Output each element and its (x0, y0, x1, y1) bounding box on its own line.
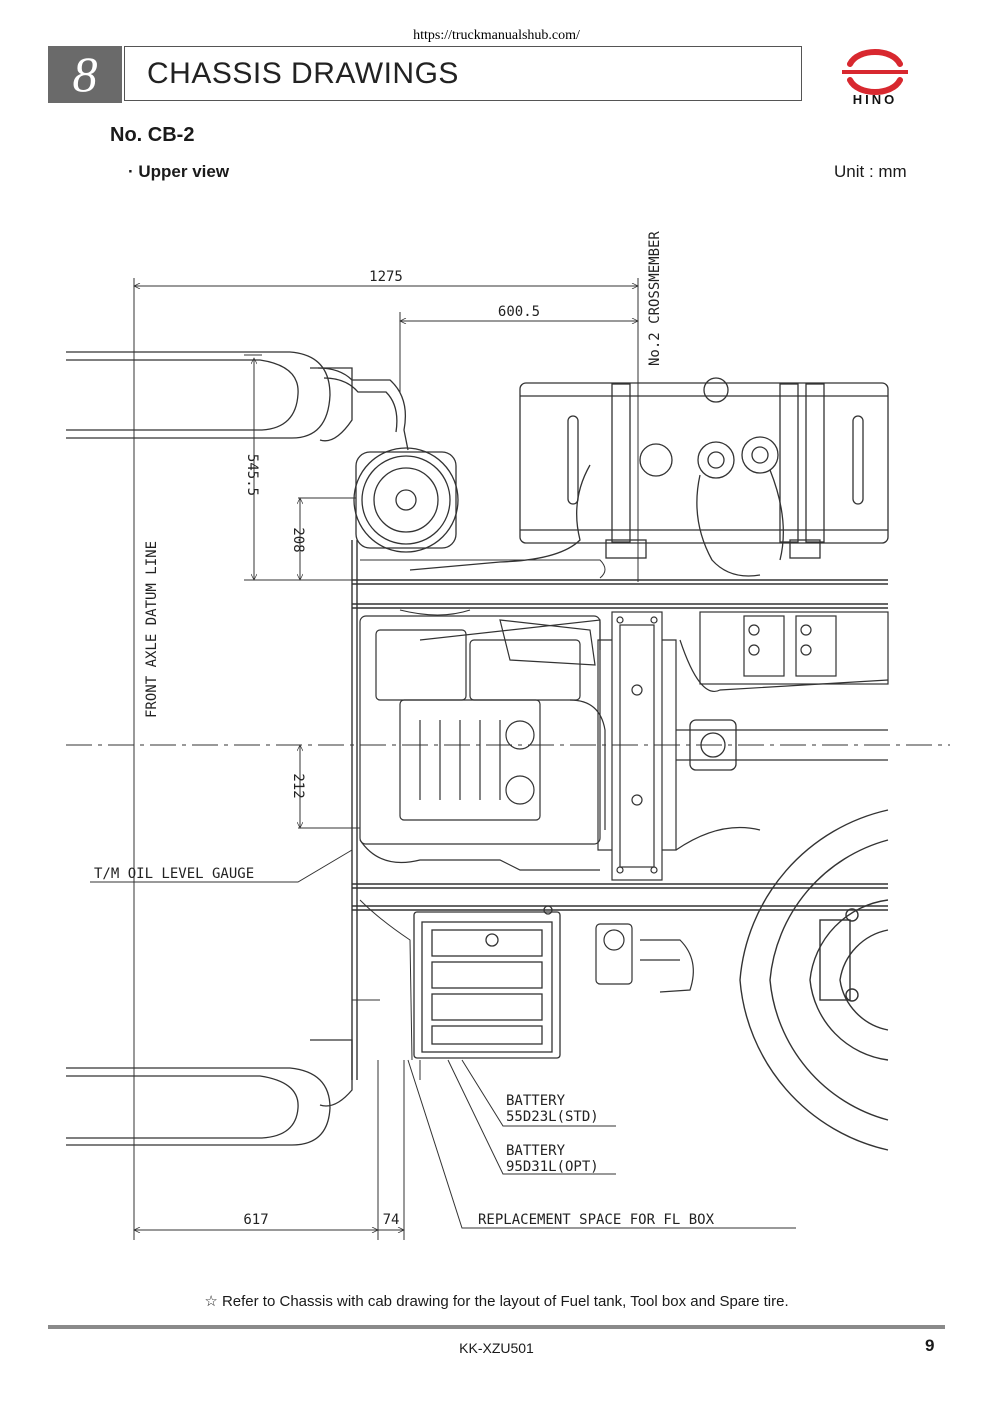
dim-74: 74 (383, 1212, 400, 1228)
source-url[interactable]: https://truckmanualshub.com/ (413, 28, 580, 43)
dimension-lines (134, 286, 638, 1230)
reference-lines (133, 278, 639, 1240)
label-battery-std: BATTERY (506, 1093, 566, 1109)
hino-logo-text: HINO (852, 92, 898, 107)
model-code: KK-XZU501 (459, 1340, 534, 1356)
fuel-tank (409, 377, 889, 577)
rear-components (675, 611, 889, 851)
chassis-upper-view-drawing: 1275 600.5 545.5 208 212 617 74 No.2 CRO… (66, 231, 950, 1240)
dim-600-5: 600.5 (498, 304, 540, 320)
label-crossmember: No.2 CROSSMEMBER (647, 231, 663, 366)
label-datum-line: FRONT AXLE DATUM LINE (144, 541, 160, 718)
air-dryer (595, 923, 694, 993)
transmission-assembly (359, 615, 606, 871)
view-label: · Upper view (128, 162, 230, 181)
battery-box (413, 905, 561, 1059)
unit-label: Unit : mm (834, 162, 907, 181)
dim-212: 212 (290, 773, 306, 798)
chapter-title: CHASSIS DRAWINGS (147, 57, 459, 90)
hino-logo-icon (842, 49, 908, 95)
footer-divider (48, 1325, 945, 1329)
spare-tire (739, 809, 889, 1151)
dim-208: 208 (290, 527, 306, 552)
frame-rails (351, 540, 888, 1080)
leader-lines (90, 849, 796, 1229)
crossmember (597, 611, 677, 881)
front-axle-ends (66, 351, 353, 1146)
page-number: 9 (925, 1336, 935, 1355)
dim-617: 617 (243, 1212, 268, 1228)
label-fl-box-space: REPLACEMENT SPACE FOR FL BOX (478, 1212, 715, 1228)
air-cleaner (317, 367, 459, 553)
label-battery-std-model: 55D23L(STD) (506, 1109, 599, 1125)
piping (352, 559, 606, 1080)
chapter-header-box: CHASSIS DRAWINGS (124, 46, 802, 101)
footnote: ☆ Refer to Chassis with cab drawing for … (204, 1293, 789, 1310)
chapter-number: 8 (48, 46, 122, 103)
dim-545-5: 545.5 (244, 454, 260, 496)
dim-1275: 1275 (369, 269, 403, 285)
label-battery-opt: BATTERY (506, 1143, 566, 1159)
label-tm-oil-level-gauge: T/M OIL LEVEL GAUGE (94, 866, 254, 882)
label-battery-opt-model: 95D31L(OPT) (506, 1159, 599, 1175)
document-number: No. CB-2 (110, 124, 195, 146)
